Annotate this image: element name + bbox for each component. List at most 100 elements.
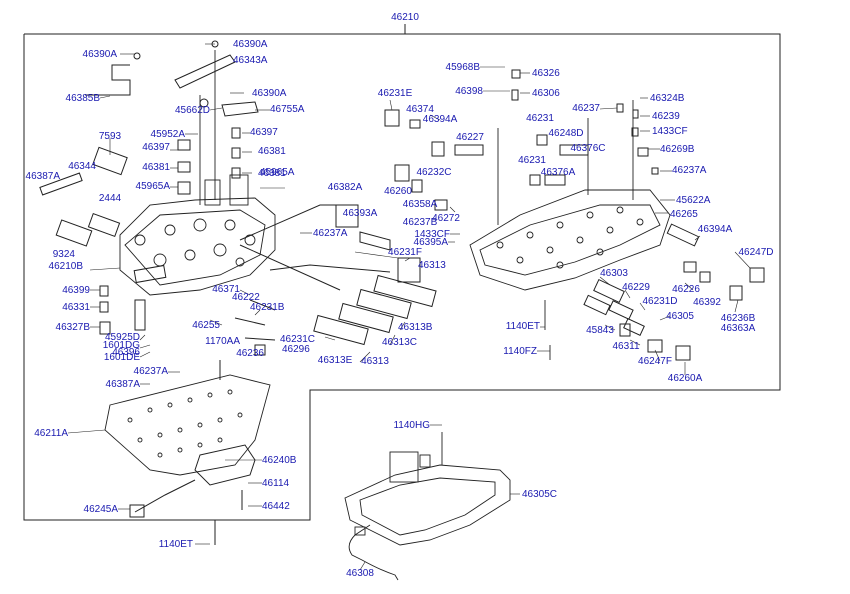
part-callout: 46237A	[672, 165, 707, 176]
wire-harness-bracket	[344, 432, 511, 581]
part-callout: 46247D	[738, 247, 774, 258]
part-callout: 46269B	[660, 144, 695, 155]
part-callout: 2444	[98, 193, 122, 204]
part-callout: 46374	[406, 104, 434, 115]
part-callout: 9324	[52, 249, 75, 260]
part-callout: 46755A	[270, 104, 305, 115]
part-callout: 46313B	[398, 322, 433, 333]
part-callout: 46313E	[317, 355, 353, 366]
part-callout: 46397	[142, 142, 170, 153]
part-callout: 46231E	[377, 88, 413, 99]
part-callout: 46326	[532, 68, 560, 79]
part-callout: 1433CF	[652, 126, 688, 137]
part-callout: 46390A	[82, 49, 117, 60]
part-callout: 46381	[258, 146, 286, 157]
part-callout: 45968B	[445, 62, 480, 73]
part-callout: 46376A	[540, 167, 576, 178]
part-callout: 46395A	[413, 237, 448, 248]
part-callout: 46397	[250, 127, 278, 138]
part-callout: 46305	[666, 311, 694, 322]
part-callout: 46313C	[382, 337, 418, 348]
part-callout: 46313	[361, 356, 389, 367]
upper-valve-body	[119, 50, 276, 296]
part-callout: 45965A	[135, 181, 170, 192]
part-callout: 7593	[98, 131, 122, 142]
bracket	[129, 444, 256, 545]
part-callout: 46308	[346, 568, 374, 579]
part-callout: 46237	[572, 103, 600, 114]
part-callout: 46226	[672, 284, 700, 295]
part-callout: 46385B	[65, 93, 100, 104]
part-callout: 46390A	[252, 88, 287, 99]
part-callout: 1601DE	[103, 352, 140, 363]
part-callout: 46231B	[250, 302, 285, 313]
part-callout: 46247F	[638, 356, 672, 367]
part-callout: 46248D	[548, 128, 584, 139]
part-callout: 45662D	[174, 105, 210, 116]
leader-lines	[67, 43, 751, 571]
part-callout: 46371	[212, 284, 240, 295]
part-callout: 46387A	[25, 171, 60, 182]
part-callout: 45965A	[260, 167, 295, 178]
part-callout: 46296	[282, 344, 310, 355]
part-callout: 46324B	[650, 93, 685, 104]
part-callout: 46240B	[262, 455, 297, 466]
part-callout: 46343A	[233, 55, 268, 66]
part-callout: 46272	[432, 213, 460, 224]
part-callout: 46239	[652, 111, 680, 122]
part-callout: 46231F	[388, 247, 422, 258]
part-callout: 46231C	[280, 334, 316, 345]
part-callout: 46227	[456, 132, 484, 143]
part-callout: 1140HG	[393, 420, 430, 431]
part-callout: 45843	[586, 325, 614, 336]
part-callout: 1140ET	[505, 321, 540, 332]
part-callout: 1140ET	[158, 539, 193, 550]
part-callout: 46313	[418, 260, 446, 271]
part-callout: 46260A	[667, 373, 703, 384]
part-callout: 46211A	[34, 428, 68, 439]
part-callout: 46305C	[522, 489, 558, 500]
part-callout: 46381	[142, 162, 170, 173]
part-callout: 46382A	[327, 182, 363, 193]
part-callout: 46236	[236, 348, 264, 359]
part-callout: 46396	[112, 347, 140, 358]
part-callout: 46265	[670, 209, 698, 220]
part-callout: 1601DG	[102, 340, 140, 351]
part-callout: 1170AA	[205, 336, 240, 347]
part-callout: 46236B	[720, 313, 756, 324]
separator-plate	[104, 374, 271, 476]
middle-solenoids	[219, 204, 437, 380]
part-callout: 46210B	[48, 261, 83, 272]
part-callout: 46331	[62, 302, 90, 313]
part-callout: 46237A	[133, 366, 168, 377]
lower-valve-body	[469, 100, 671, 360]
part-callout: 46306	[532, 88, 560, 99]
part-callout: 46231	[526, 113, 554, 124]
part-callout: 46231	[518, 155, 546, 166]
part-callout: 46399	[62, 285, 90, 296]
part-callout: 46381	[258, 168, 286, 179]
part-callout: 46394A	[422, 114, 458, 125]
part-callout: 46114	[262, 478, 290, 489]
assembly-frame	[23, 33, 781, 521]
right-valve-parts	[384, 69, 765, 361]
left-small-parts	[39, 40, 259, 335]
part-callout: 46358A	[402, 199, 438, 210]
part-callout: 46255	[192, 320, 220, 331]
part-callout: 45622A	[676, 195, 711, 206]
part-callout: 46344	[68, 161, 96, 172]
part-callout: 46390A	[233, 39, 268, 50]
part-callout: 46229	[622, 282, 650, 293]
part-callout: 46237B	[402, 217, 438, 228]
part-callout: 46327B	[55, 322, 90, 333]
part-callout: 46260	[384, 186, 412, 197]
part-callout: 46394A	[697, 224, 733, 235]
part-callout: 46398	[455, 86, 483, 97]
part-callout: 46237A	[313, 228, 348, 239]
part-callout: 1140FZ	[503, 346, 537, 357]
part-callout: 46231D	[642, 296, 678, 307]
assembly-label: 46210	[391, 12, 419, 23]
part-callout: 45925D	[104, 332, 140, 343]
